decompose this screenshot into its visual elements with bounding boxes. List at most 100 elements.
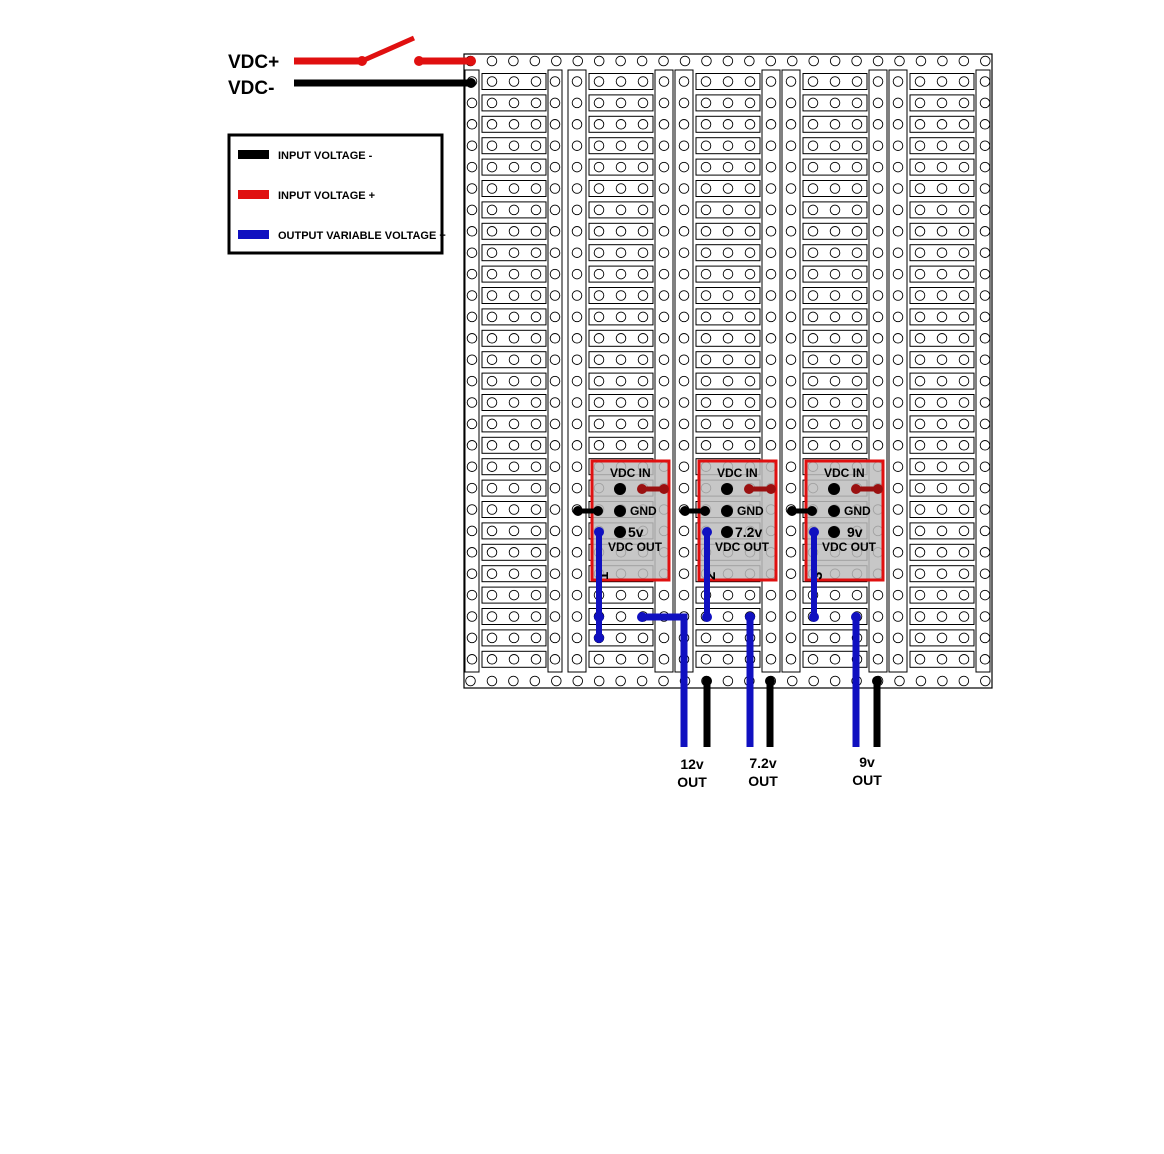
board-hole [637,589,649,601]
board-hole [851,354,863,365]
board-hole [530,654,542,665]
board-hole [744,183,756,194]
module-pin [828,505,840,517]
board-hole [851,226,863,237]
board-hole [892,397,904,408]
board-hole [765,140,777,151]
board-hole [615,675,626,687]
board-hole [530,375,542,387]
module-pin [614,505,626,517]
board-hole [829,354,841,365]
board-hole [508,632,520,644]
board-hole [466,161,478,173]
board-hole [530,226,542,237]
board-hole [530,418,542,430]
input-jumper-joint [851,484,861,494]
module-board [804,459,885,582]
board-hole [785,547,797,558]
board-hole [722,268,734,280]
board-hole [572,675,584,687]
board-hole [530,461,542,472]
board-hole [549,547,561,558]
module-vdc-in-label: VDC IN [717,466,758,480]
board-hole [615,354,627,365]
board-hole [958,226,970,237]
board-hole [658,654,670,665]
board-hole [593,76,605,87]
ground-jumper-joint [700,506,710,516]
board-hole [571,290,583,301]
board-hole [637,97,649,109]
board-hole [785,119,797,130]
board-hole [530,290,542,301]
board-hole [549,268,561,280]
board-hole [486,397,498,408]
board-hole [937,55,948,67]
rail-strip [464,69,480,673]
board-hole [486,504,498,515]
board-hole [851,290,863,301]
board-hole [549,440,561,451]
board-hole [637,311,649,323]
board-hole [892,461,904,472]
board-hole [958,504,970,515]
board-hole [829,119,841,130]
board-hole [744,290,756,301]
board-hole [571,161,583,173]
board-hole [593,375,605,387]
board-hole [486,589,498,601]
board-hole [637,333,649,344]
board-hole [958,632,970,644]
board-hole [486,482,498,494]
board-hole [958,375,970,387]
board-hole [744,333,756,344]
board-hole [530,183,542,194]
board-hole [486,654,498,665]
board-hole [508,525,520,537]
board-hole [807,333,819,344]
board-hole [722,140,734,151]
board-hole [851,76,863,87]
board-hole [466,311,478,323]
board-hole [486,440,498,451]
rail-strip [975,69,991,673]
board-hole [700,204,712,216]
board-hole [549,311,561,323]
board-hole [615,418,627,430]
board-hole [914,76,926,87]
board-hole [936,654,948,665]
board-hole [872,290,884,301]
board-hole [615,632,627,644]
board-hole [466,418,478,430]
board-hole [765,654,777,665]
board-hole [530,525,542,537]
board-hole [872,183,884,194]
board-hole [936,397,948,408]
board-hole [508,119,520,130]
board-hole [658,311,670,323]
board-hole [593,654,605,665]
ground-jumper-joint [573,506,583,516]
output-label-9v-out: OUT [852,772,882,788]
board-hole [658,375,670,387]
board-hole [486,418,498,430]
board-hole [658,97,670,109]
board-hole [936,161,948,173]
board-hole [508,161,520,173]
board-hole [851,247,863,258]
board-hole [785,247,797,258]
board-hole [549,333,561,344]
board-hole [979,375,991,387]
board-hole [549,290,561,301]
rail-strip [868,69,888,673]
board-hole [615,226,627,237]
board-hole [851,397,863,408]
board-hole [571,611,583,622]
board-hole [851,418,863,430]
board-hole [979,204,991,216]
board-hole [549,568,561,579]
board-hole [958,675,970,687]
board-hole [571,226,583,237]
board-hole [637,247,649,258]
board-hole [914,525,926,537]
